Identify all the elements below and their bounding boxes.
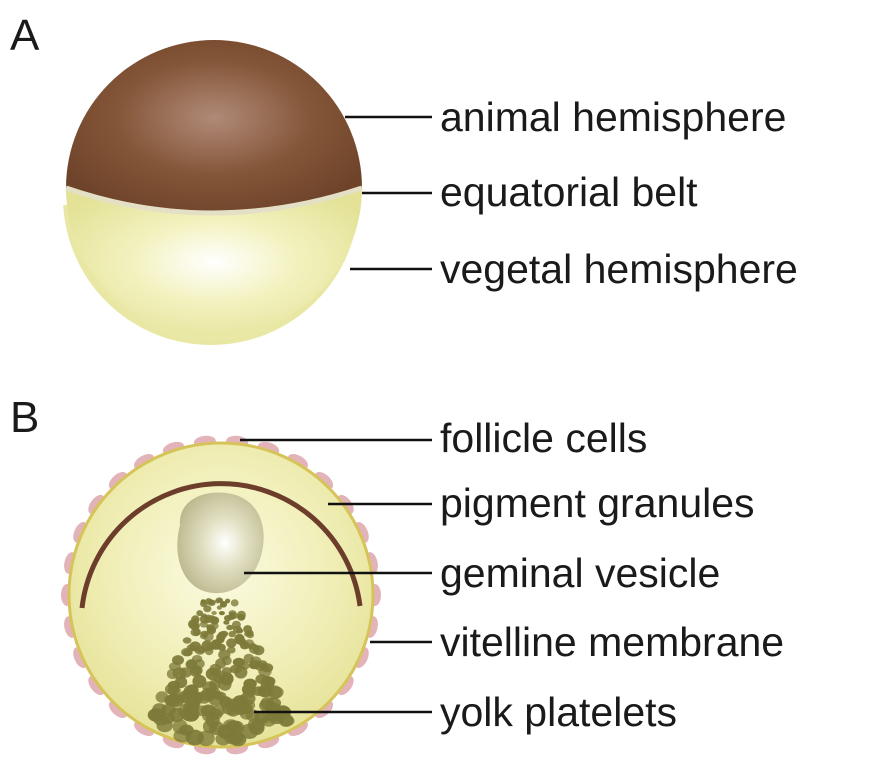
label-yolk-platelets: yolk platelets xyxy=(440,689,677,735)
yolk-platelet xyxy=(219,611,225,615)
yolk-platelet xyxy=(224,731,243,744)
yolk-platelet xyxy=(205,687,220,699)
yolk-platelet xyxy=(200,615,209,624)
yolk-platelet xyxy=(231,599,239,606)
yolk-platelet xyxy=(222,656,232,665)
yolk-platelet xyxy=(223,620,229,625)
label-vitelline-membrane: vitelline membrane xyxy=(440,619,784,665)
label-animal-hemisphere: animal hemisphere xyxy=(440,94,786,140)
yolk-platelet xyxy=(226,638,236,648)
yolk-platelet xyxy=(182,709,199,722)
yolk-platelet xyxy=(218,631,226,639)
yolk-platelet xyxy=(233,626,242,634)
yolk-platelet xyxy=(193,628,201,636)
yolk-platelet xyxy=(230,665,242,674)
yolk-platelet xyxy=(230,613,238,619)
yolk-platelet xyxy=(226,625,233,630)
yolk-platelet xyxy=(205,598,212,605)
panel-b-letter: B xyxy=(10,393,39,442)
yolk-platelet xyxy=(168,681,180,690)
yolk-platelet xyxy=(160,713,175,724)
yolk-platelet xyxy=(203,720,218,734)
yolk-platelet xyxy=(210,640,221,650)
yolk-platelet xyxy=(219,672,233,685)
yolk-platelet xyxy=(255,662,267,671)
yolk-platelet xyxy=(210,705,225,716)
yolk-platelet xyxy=(243,625,252,633)
panel-a: A animal hemisphere equatorial belt vege… xyxy=(10,11,798,345)
animal-hemisphere xyxy=(66,40,362,213)
yolk-platelet xyxy=(255,674,267,684)
yolk-platelet xyxy=(183,637,192,643)
yolk-platelet xyxy=(248,643,257,650)
yolk-platelet xyxy=(226,706,240,717)
yolk-platelet xyxy=(211,611,216,615)
label-equatorial-belt: equatorial belt xyxy=(440,169,698,215)
yolk-platelet xyxy=(182,649,192,656)
label-follicle-cells: follicle cells xyxy=(440,415,647,461)
yolk-platelet xyxy=(200,631,208,637)
panel-a-letter: A xyxy=(10,11,40,60)
yolk-platelet xyxy=(184,685,199,698)
yolk-platelet xyxy=(178,667,192,677)
yolk-platelet xyxy=(192,618,199,623)
yolk-platelet xyxy=(186,730,204,746)
yolk-platelet xyxy=(207,624,215,632)
yolk-platelet xyxy=(203,605,211,612)
egg-b xyxy=(61,435,381,756)
yolk-platelet xyxy=(242,683,256,695)
yolk-platelet xyxy=(249,720,265,735)
label-geminal-vesicle: geminal vesicle xyxy=(440,550,720,596)
yolk-platelet xyxy=(201,600,206,604)
label-pigment-granules: pigment granules xyxy=(440,480,755,526)
yolk-platelet xyxy=(218,598,224,603)
panel-b: B follicle cells pigment granules gemina… xyxy=(10,393,784,755)
label-vegetal-hemisphere: vegetal hemisphere xyxy=(440,246,798,292)
yolk-platelet xyxy=(167,669,178,679)
egg-a xyxy=(63,40,362,345)
yolk-platelet xyxy=(225,599,230,604)
yolk-platelet xyxy=(244,654,255,663)
yolk-platelet xyxy=(186,659,197,669)
